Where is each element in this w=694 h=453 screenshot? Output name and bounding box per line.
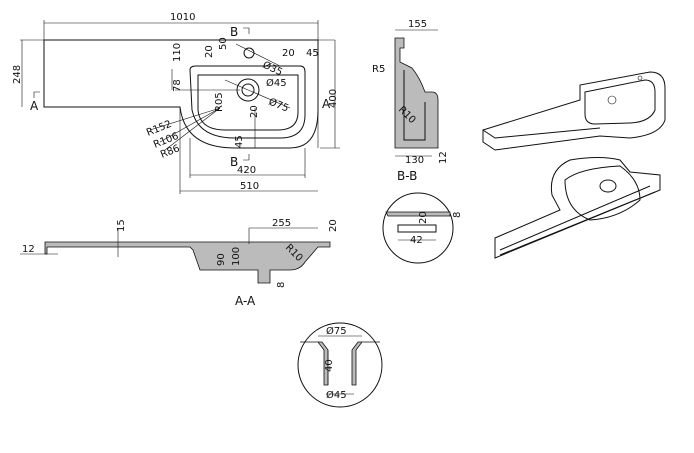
plan-view: 1010 B 248 110 20 50 Ø35 20 45 78 Ø45 Ø7… (12, 12, 340, 194)
bb-dim-130: 130 (405, 155, 424, 166)
bb-dim-155: 155 (408, 19, 427, 30)
dim-20-bottom: 20 (249, 105, 260, 118)
aa-dim-90: 90 (216, 253, 227, 266)
dim-110: 110 (172, 43, 183, 62)
dim-420: 420 (237, 165, 256, 176)
aa-title: A-A (235, 294, 256, 308)
dim-400: 400 (328, 89, 339, 108)
dim-45-bottom: 45 (234, 135, 245, 148)
bb-title: B-B (397, 169, 417, 183)
dim-45-right: 45 (306, 48, 319, 59)
dim-248: 248 (12, 65, 23, 84)
aa-dim-8: 8 (276, 282, 287, 288)
dim-78: 78 (172, 79, 183, 92)
section-a-a: 12 15 255 20 90 100 R10 8 A-A (20, 218, 339, 308)
iso-view-bottom (494, 157, 661, 259)
section-b-label-bottom: B (230, 155, 238, 169)
drain-outer (236, 78, 260, 102)
dim-1010: 1010 (170, 12, 195, 23)
bb-r5: R5 (372, 64, 385, 75)
drain-detail-height: 40 (324, 359, 335, 372)
bb-dim-12: 12 (438, 151, 449, 164)
drain-dia: Ø45 (266, 77, 287, 89)
dim-20-top: 20 (204, 45, 215, 58)
detail-dim-20: 20 (418, 211, 429, 224)
aa-dim-20: 20 (328, 219, 339, 232)
drain-detail-inner: Ø45 (326, 389, 347, 401)
aa-dim-255: 255 (272, 218, 291, 229)
drain-detail-outer: Ø75 (326, 325, 347, 337)
section-b-label-top: B (230, 25, 238, 39)
detail-dim-42: 42 (410, 235, 423, 246)
dim-510: 510 (240, 181, 259, 192)
tap-hole (243, 47, 255, 59)
drain-detail: Ø75 40 Ø45 (297, 322, 383, 408)
aa-dim-15: 15 (116, 219, 127, 232)
aa-dim-100: 100 (231, 247, 242, 266)
section-a-label-right: A (322, 97, 331, 111)
radius-105: R05 (214, 92, 225, 112)
section-a-label-left: A (30, 99, 39, 113)
iso-view-top (482, 71, 666, 151)
dim-50: 50 (218, 37, 229, 50)
drain-inner (241, 83, 255, 97)
drain-outer-dia: Ø75 (267, 96, 291, 115)
edge-detail: 42 20 8 (382, 192, 463, 264)
aa-dim-12: 12 (22, 244, 35, 255)
dim-20-right: 20 (282, 48, 295, 59)
detail-dim-8: 8 (452, 212, 463, 218)
section-b-b: 155 R5 R10 130 12 B-B (372, 19, 449, 183)
